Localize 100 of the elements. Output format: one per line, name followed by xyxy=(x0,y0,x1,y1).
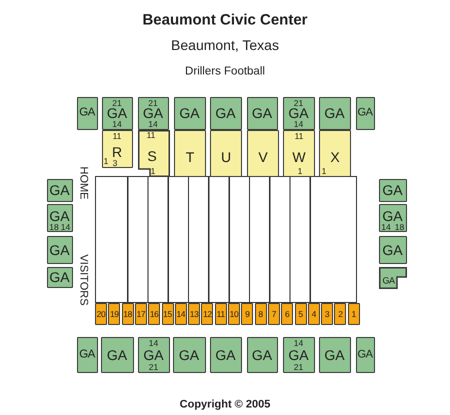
section-label: V xyxy=(258,150,268,164)
row-number: 18 xyxy=(394,222,404,231)
section-label: GA xyxy=(215,106,236,120)
section-number: 3 xyxy=(324,310,330,318)
seating-section xyxy=(138,337,170,373)
seating-section xyxy=(348,303,360,325)
section-label: GA xyxy=(382,242,403,256)
section-label: GA xyxy=(358,349,372,360)
section-number: 12 xyxy=(203,310,212,318)
row-number: 1 xyxy=(104,156,108,166)
row-number: 14 xyxy=(148,120,158,128)
seating-section xyxy=(173,337,206,373)
seating-section xyxy=(174,130,206,177)
seating-section xyxy=(174,97,206,130)
seating-section xyxy=(47,267,73,288)
section-label: GA xyxy=(382,208,403,222)
section-label: GA xyxy=(179,106,200,120)
seating-section xyxy=(247,337,278,373)
seating-section xyxy=(77,97,98,130)
seating-section xyxy=(379,267,407,289)
seating-section xyxy=(283,337,315,373)
section-label: GA xyxy=(215,348,236,362)
row-number: 14 xyxy=(60,222,70,231)
section-number: 5 xyxy=(298,310,303,318)
seating-section xyxy=(268,303,280,325)
section-label: GA xyxy=(382,183,403,197)
seating-section xyxy=(241,303,254,325)
section-label: GA xyxy=(49,242,70,256)
seating-section xyxy=(102,130,133,168)
row-number: 21 xyxy=(294,98,304,108)
seating-section xyxy=(188,303,200,325)
seating-section xyxy=(47,204,73,232)
section-label: GA xyxy=(49,208,70,222)
seating-section xyxy=(162,303,174,325)
section-number: 17 xyxy=(136,310,146,318)
side-label: HOME xyxy=(78,166,88,200)
section-number: 20 xyxy=(96,310,106,318)
section-number: 4 xyxy=(312,310,316,318)
seating-section xyxy=(281,303,294,325)
seating-section xyxy=(138,130,170,177)
section-number: 2 xyxy=(338,310,343,318)
seating-section xyxy=(122,303,134,325)
seating-section xyxy=(294,303,306,325)
seating-section xyxy=(356,337,375,373)
section-number: 9 xyxy=(245,310,250,318)
section-number: 18 xyxy=(123,310,132,318)
seating-section xyxy=(283,97,315,130)
seating-section xyxy=(379,179,407,202)
seating-section xyxy=(47,179,73,202)
seating-section xyxy=(319,97,351,130)
venue-location: Beaumont, Texas xyxy=(171,38,279,52)
row-number: 14 xyxy=(294,338,304,348)
seating-section xyxy=(254,303,267,325)
section-label: GA xyxy=(288,106,309,120)
seating-section xyxy=(334,303,346,325)
section-label: GA xyxy=(324,348,345,362)
seating-section xyxy=(319,337,351,373)
seating-section xyxy=(283,130,315,177)
section-label: GA xyxy=(252,106,272,120)
seating-section xyxy=(319,130,351,177)
row-number: 11 xyxy=(146,130,156,140)
row-number: 14 xyxy=(148,338,158,348)
seating-section xyxy=(210,337,242,373)
section-label: GA xyxy=(324,106,345,120)
row-number: 1 xyxy=(150,166,156,176)
section-label: GA xyxy=(252,348,272,362)
section-number: 6 xyxy=(285,310,290,318)
section-number: 13 xyxy=(190,310,198,318)
side-label: VISITORS xyxy=(78,254,88,306)
section-label: GA xyxy=(106,348,128,362)
row-number: 11 xyxy=(294,132,304,140)
seating-section xyxy=(138,97,169,130)
seating-section xyxy=(148,303,160,325)
seating-section xyxy=(228,303,240,325)
seating-section xyxy=(102,97,133,130)
seating-section xyxy=(321,303,334,325)
seating-section xyxy=(95,303,107,325)
row-number: 1 xyxy=(322,166,326,176)
section-number: 14 xyxy=(176,310,186,318)
seating-section xyxy=(210,130,242,177)
copyright-notice: Copyright © 2005 xyxy=(180,400,270,410)
seating-section xyxy=(134,303,147,325)
section-label: U xyxy=(220,150,232,164)
row-number: 14 xyxy=(112,120,122,128)
row-number: 21 xyxy=(294,362,304,371)
section-label: GA xyxy=(79,348,95,360)
seating-section xyxy=(108,303,120,325)
row-number: 21 xyxy=(112,98,122,108)
row-number: 18 xyxy=(49,222,59,231)
event-name: Drillers Football xyxy=(185,66,265,78)
section-label: GA xyxy=(178,348,200,362)
section-label: GA xyxy=(142,106,164,120)
seating-section xyxy=(47,236,73,264)
row-number: 3 xyxy=(112,158,118,168)
section-number: 19 xyxy=(110,310,119,318)
venue-title: Beaumont Civic Center xyxy=(142,12,308,28)
section-number: 11 xyxy=(216,310,225,318)
seating-section xyxy=(201,303,214,325)
seating-section xyxy=(379,204,407,232)
seating-section xyxy=(379,236,407,264)
